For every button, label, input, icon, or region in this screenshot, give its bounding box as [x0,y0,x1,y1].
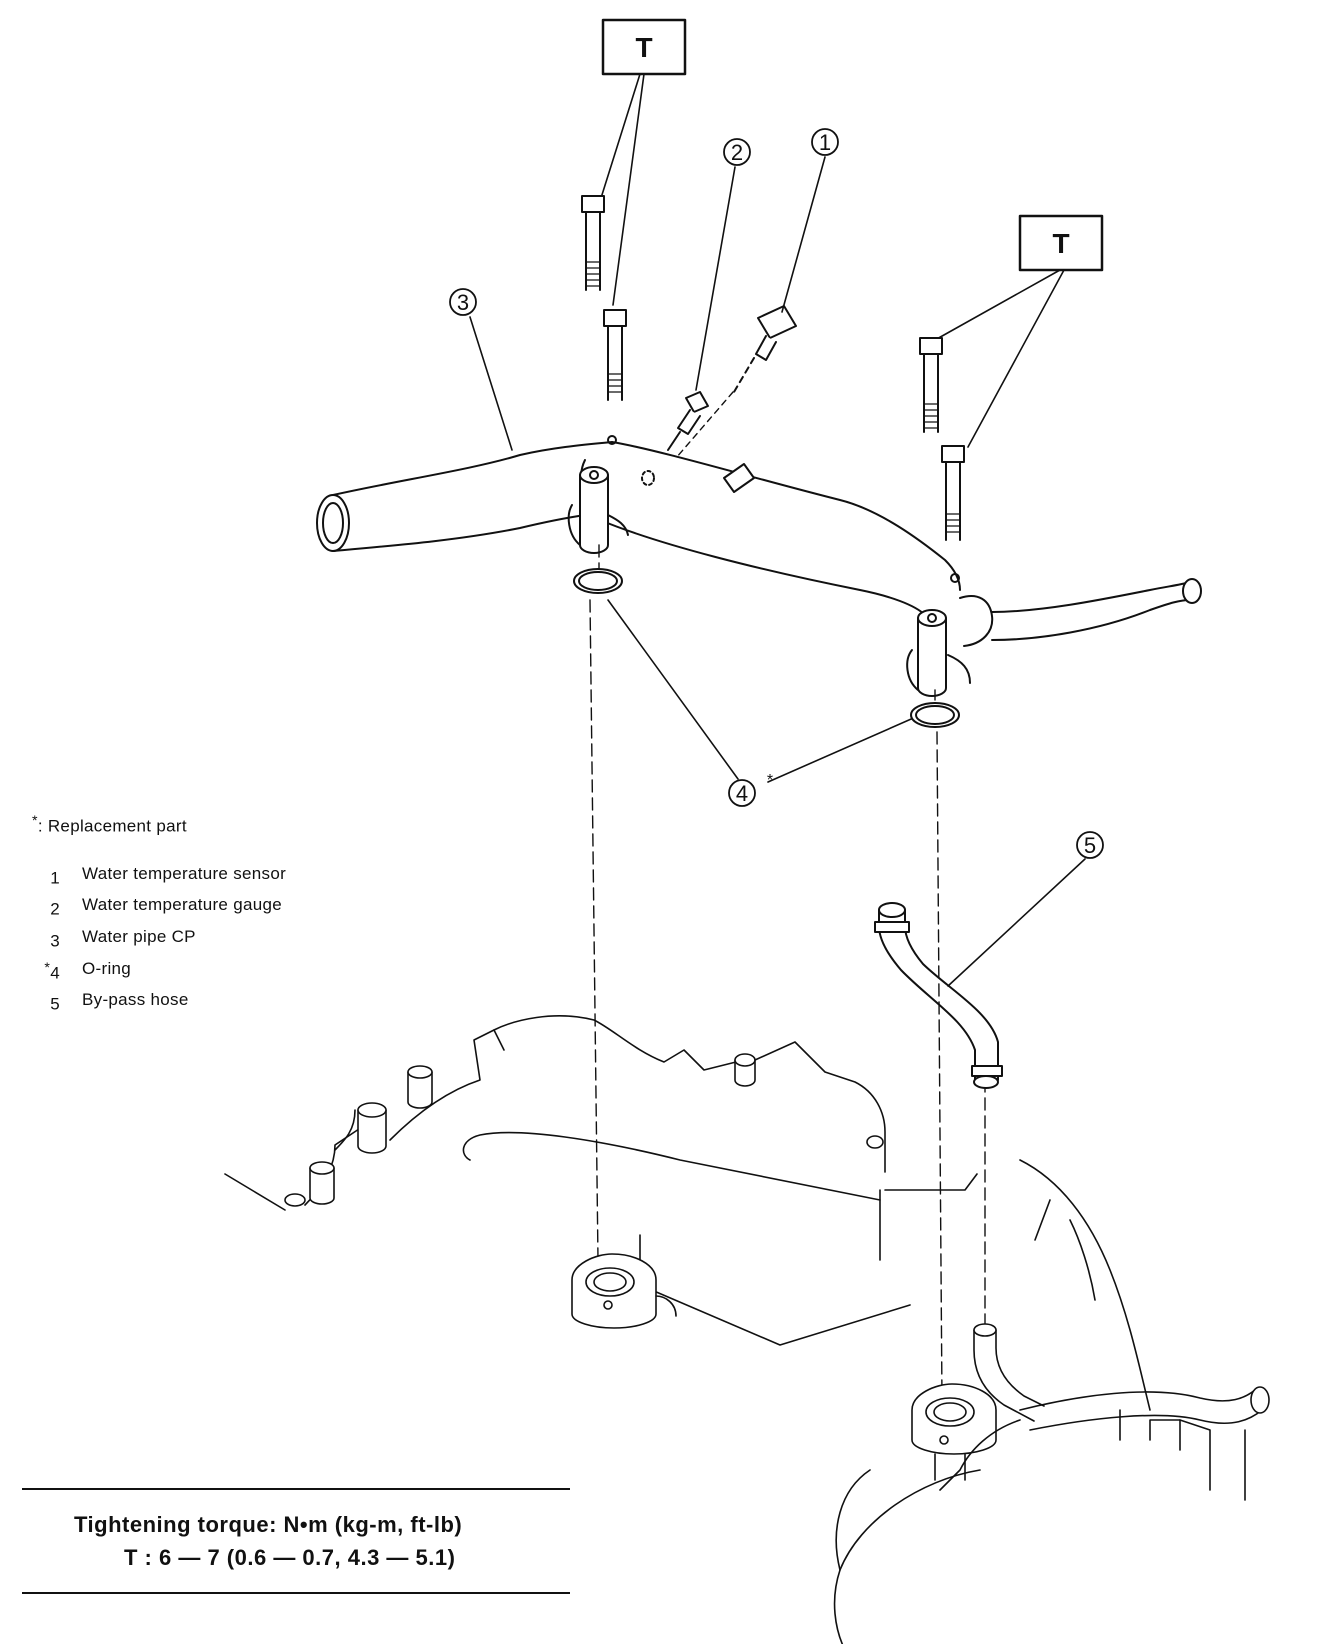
callout-5: 5 [1076,831,1104,859]
svg-text:3: 3 [457,290,469,315]
parts-legend: *: Replacement part 1 Water temperature … [32,808,286,1018]
callout-1: 1 [811,128,839,156]
legend-item: 2 Water temperature gauge [32,891,286,923]
svg-text:4: 4 [736,781,748,806]
legend-item: 1 Water temperature sensor [32,860,286,892]
bolt-2 [603,309,627,401]
legend-item-label: By-pass hose [82,990,189,1010]
svg-text:T: T [635,32,652,63]
water-temperature-sensor [675,305,797,459]
svg-text:T: T [1052,228,1069,259]
torque-leader-lines [600,73,1065,448]
legend-item: 5 By-pass hose [32,986,286,1018]
replacement-note: *: Replacement part [32,813,187,836]
torque-heading: Tightening torque: N•m (kg-m, ft-lb) [74,1512,463,1537]
callout-2: 2 [723,138,751,166]
legend-item-label: Water pipe CP [82,926,196,946]
bolt-3 [919,337,943,433]
callout-4: 4 * [728,772,773,807]
water-pipe-cp [316,435,1202,697]
legend-item: *4 O-ring [32,955,286,987]
alignment-lines [589,544,986,1401]
torque-marker-left: T [601,18,687,76]
legend-item-label: O-ring [82,958,132,978]
callout-leaders [469,156,1086,987]
engine-block [224,1015,1270,1644]
legend-item: 3 Water pipe CP [32,923,286,955]
svg-text:1: 1 [819,130,831,155]
tightening-torque-spec: Tightening torque: N•m (kg-m, ft-lb) T :… [22,1488,570,1594]
legend-item-label: Water temperature gauge [82,895,282,915]
svg-text:*: * [767,772,773,789]
torque-marker-right: T [1018,214,1104,272]
torque-value: T : 6 — 7 (0.6 — 0.7, 4.3 — 5.1) [124,1545,456,1570]
water-temperature-gauge [667,391,709,451]
o-ring-upper [573,568,623,594]
replacement-mark: * [32,813,38,829]
bolt-1 [581,195,605,291]
callout-3: 3 [449,288,477,316]
o-ring-lower [910,702,960,728]
legend-item-label: Water temperature sensor [82,863,287,883]
svg-text:5: 5 [1084,833,1096,858]
svg-text:2: 2 [731,140,743,165]
by-pass-hose [874,902,1003,1089]
bolt-4 [941,445,965,541]
